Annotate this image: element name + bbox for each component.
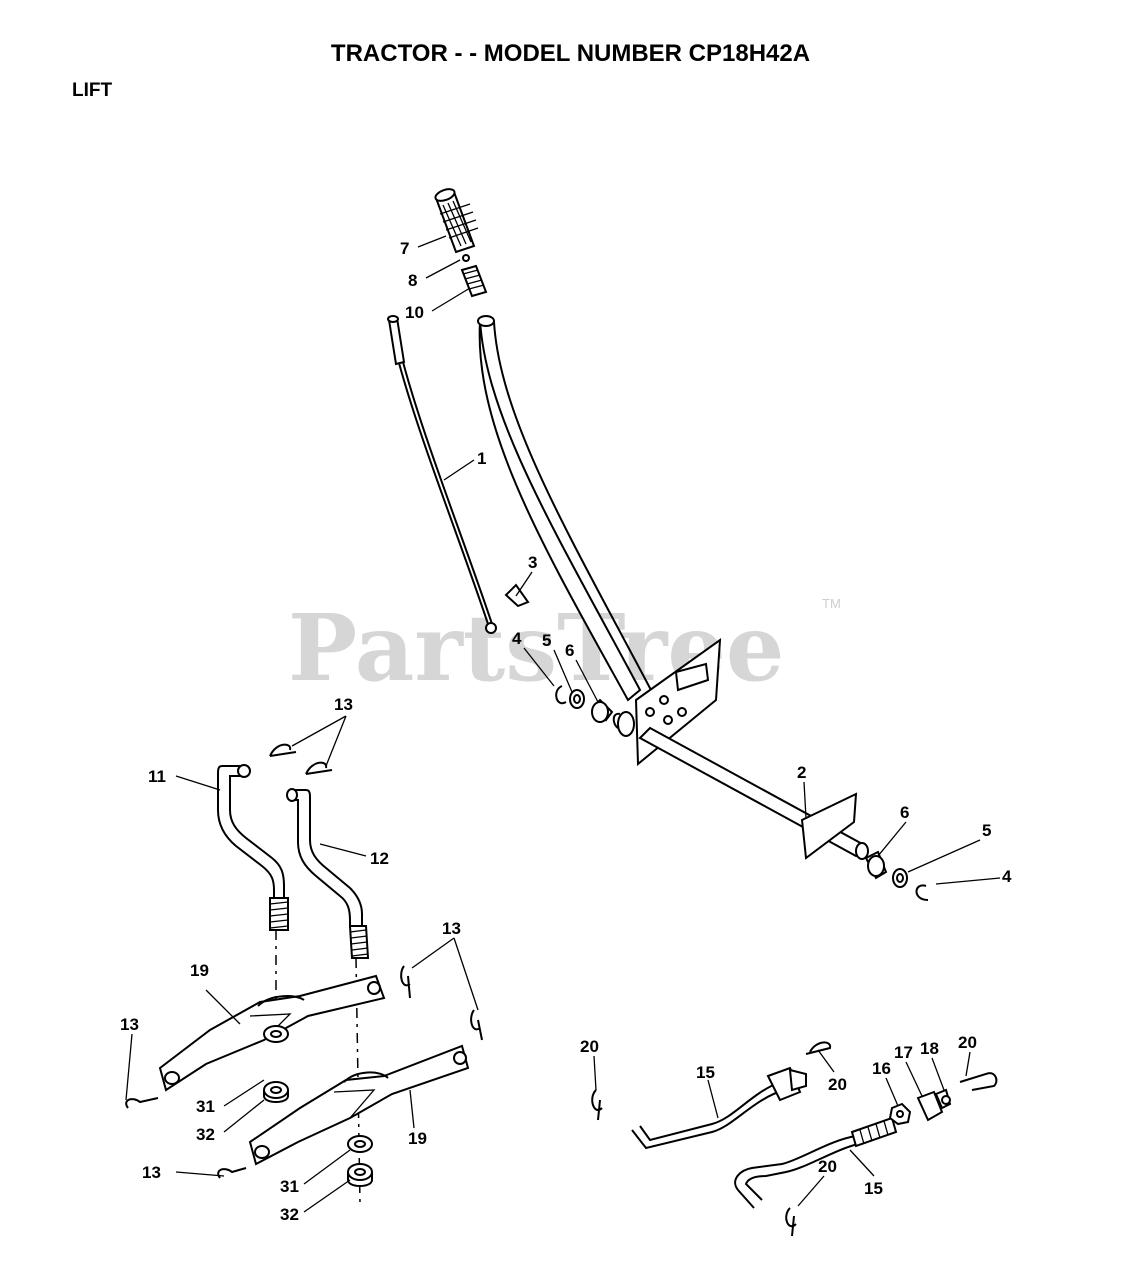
bushings-set-left [263,1025,289,1103]
adjustment-rod-lower [734,1116,898,1209]
callout-5: 5 [982,821,991,840]
lift-link-right [286,788,370,959]
left-shaft-hardware [555,685,635,737]
hair-pins-lower [125,965,483,1179]
lift-arm-lower [248,1044,470,1166]
callout-19: 19 [408,1129,427,1148]
callout-18: 18 [920,1039,939,1058]
cotter-pins [591,1041,998,1237]
callout-2: 2 [797,763,806,782]
callout-32: 32 [196,1125,215,1144]
callout-13: 13 [142,1163,161,1182]
adjustment-rod-upper [631,1066,807,1150]
trunnion-hardware [888,1088,952,1126]
handle-grip [434,188,479,254]
callout-20: 20 [580,1037,599,1056]
detent-ball [462,254,470,262]
lift-link-left [217,764,289,931]
detent-spring [460,264,488,298]
callout-5: 5 [542,631,551,650]
callout-31: 31 [196,1097,215,1116]
callout-20: 20 [828,1075,847,1094]
callout-15: 15 [864,1179,883,1198]
callout-19: 19 [190,961,209,980]
section-label: LIFT [72,80,113,101]
callout-13: 13 [334,695,353,714]
callout-12: 12 [370,849,389,868]
bushings-set-right [347,1135,373,1187]
callout-15: 15 [696,1063,715,1082]
callout-17: 17 [894,1043,913,1062]
right-shaft-hardware [864,850,929,901]
callout-1: 1 [477,449,486,468]
callout-7: 7 [400,239,409,258]
lift-lever [477,315,653,702]
callout-6: 6 [900,803,909,822]
hair-pins-upper [269,743,333,775]
page-title: TRACTOR - - MODEL NUMBER CP18H42A [330,40,811,67]
leader-lines [125,235,1001,1213]
callout-20: 20 [958,1033,977,1052]
callout-8: 8 [408,271,417,290]
callout-16: 16 [872,1059,891,1078]
callout-10: 10 [405,303,424,322]
watermark-tm: TM [822,596,841,611]
callout-31: 31 [280,1177,299,1196]
callout-13: 13 [442,919,461,938]
callout-32: 32 [280,1205,299,1224]
callout-4: 4 [1002,867,1012,886]
callout-20: 20 [818,1157,837,1176]
callout-4: 4 [512,629,522,648]
cross-shaft [612,712,869,860]
callout-13: 13 [120,1015,139,1034]
callout-3: 3 [528,553,537,572]
callout-11: 11 [148,767,166,786]
lift-rod [387,315,497,634]
callout-6: 6 [565,641,574,660]
